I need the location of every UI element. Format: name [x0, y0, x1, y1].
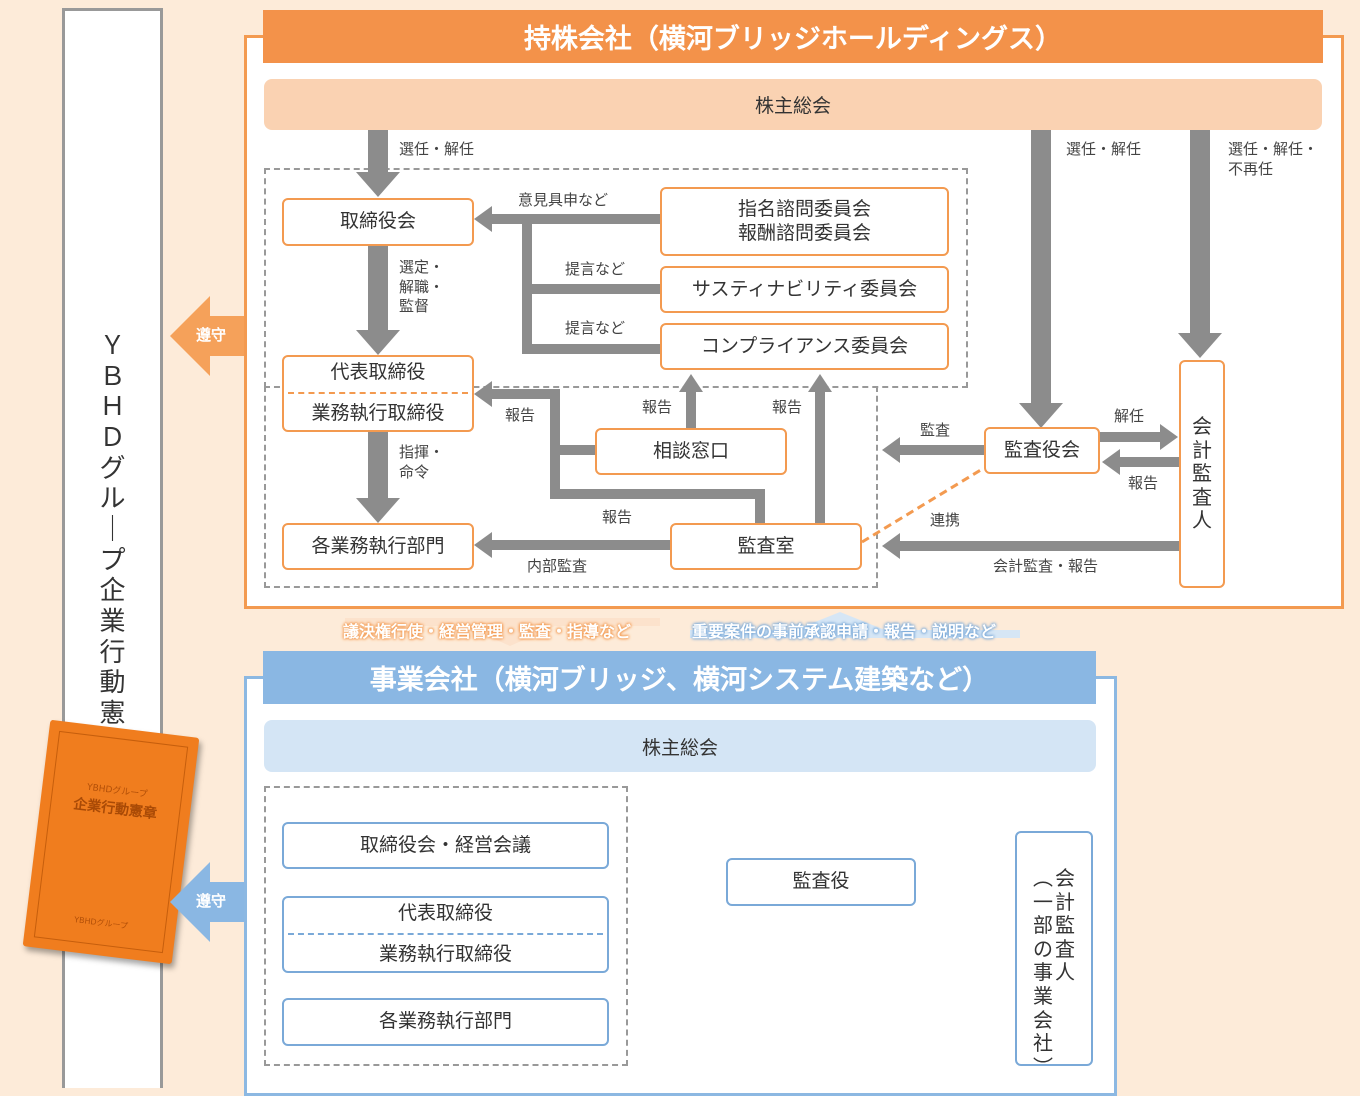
nomination-committee-label: 指名諮問委員会 — [737, 197, 871, 220]
label-opinion: 意見具申など — [518, 191, 609, 209]
label-select-1: 選定・ — [399, 258, 445, 276]
label-accounting-report: 会計監査・報告 — [993, 557, 1099, 575]
operating-president-label: 代表取締役 — [397, 901, 493, 924]
label-command: 指揮・ 命令 — [399, 443, 444, 482]
label-elect-dismiss-3a: 選任・解任・ — [1228, 140, 1319, 158]
label-report-1: 報告 — [505, 406, 536, 424]
comply-label-operating: 遵守 — [196, 892, 227, 910]
operating-departments: 各業務執行部門 — [282, 998, 609, 1046]
label-command-2: 命令 — [399, 462, 430, 481]
label-select: 選定・ 解職・ 監督 — [399, 258, 444, 317]
label-select-3: 監督 — [399, 297, 430, 315]
operating-auditor: 監査役 — [726, 858, 916, 906]
operating-accounting-auditor-label: 会計監査人 — [1055, 866, 1075, 985]
operating-shareholders: 株主総会 — [264, 720, 1096, 772]
label-elect-dismiss-2: 選任・解任 — [1066, 140, 1142, 158]
label-proposal-2: 提言など — [565, 319, 626, 337]
label-report-2: 報告 — [642, 398, 673, 416]
flow-up-label: 重要案件の事前承認申請・報告・説明など — [692, 622, 997, 641]
remuneration-committee-label: 報酬諮問委員会 — [737, 221, 871, 244]
label-elect-dismiss-1: 選任・解任 — [399, 140, 475, 158]
sustainability-committee: サスティナビリティ委員会 — [660, 266, 949, 313]
flow-down-label: 議決権行使・経営管理・監査・指導など — [343, 622, 632, 641]
holding-title: 持株会社（横河ブリッジホールディングス） — [263, 10, 1323, 63]
holding-shareholders: 株主総会 — [264, 79, 1322, 130]
holding-accounting-auditor-label: 会計監査人 — [1192, 414, 1212, 533]
operating-accounting-auditor: 会計監査人 ︵一部の事業会社︶ — [1015, 831, 1093, 1078]
holding-dashed-lower — [264, 386, 878, 588]
holding-panel — [244, 35, 1344, 609]
holding-president-executive: 代表取締役 業務執行取締役 — [282, 355, 474, 432]
holding-executive-label: 業務執行取締役 — [311, 402, 445, 425]
operating-accounting-auditor-note: ︵一部の事業会社︶ — [1033, 866, 1053, 1079]
consultation-desk: 相談窓口 — [595, 428, 787, 475]
label-cooperation: 連携 — [930, 511, 961, 529]
holding-board: 取締役会 — [282, 198, 474, 246]
holding-dashed-upper — [264, 168, 968, 388]
operating-title: 事業会社（横河ブリッジ、横河システム建築など） — [263, 651, 1096, 704]
nomination-remuneration-committee: 指名諮問委員会 報酬諮問委員会 — [660, 187, 949, 256]
label-report-4: 報告 — [602, 508, 633, 526]
label-report-5: 報告 — [1128, 474, 1159, 492]
operating-president-executive: 代表取締役 業務執行取締役 — [282, 896, 609, 973]
operating-dashed — [264, 786, 628, 1066]
operating-board: 取締役会・経営会議 — [282, 822, 609, 869]
operating-executive-label: 業務執行取締役 — [378, 943, 512, 966]
auditors-board: 監査役会 — [984, 427, 1100, 474]
compliance-committee: コンプライアンス委員会 — [660, 323, 949, 370]
label-audit: 監査 — [920, 421, 951, 439]
holding-president-label: 代表取締役 — [330, 360, 426, 383]
label-select-2: 解職・ — [399, 277, 445, 296]
label-command-1: 指揮・ — [399, 443, 445, 461]
holding-departments: 各業務執行部門 — [282, 523, 474, 570]
label-report-3: 報告 — [772, 398, 803, 416]
audit-office: 監査室 — [670, 523, 862, 570]
holding-accounting-auditor: 会計監査人 — [1179, 360, 1225, 588]
comply-label-holding: 遵守 — [196, 326, 227, 344]
label-proposal-1: 提言など — [565, 260, 626, 278]
label-internal-audit: 内部監査 — [527, 557, 588, 575]
label-dismiss: 解任 — [1114, 407, 1145, 425]
label-elect-dismiss-3b: 不再任 — [1228, 160, 1274, 178]
